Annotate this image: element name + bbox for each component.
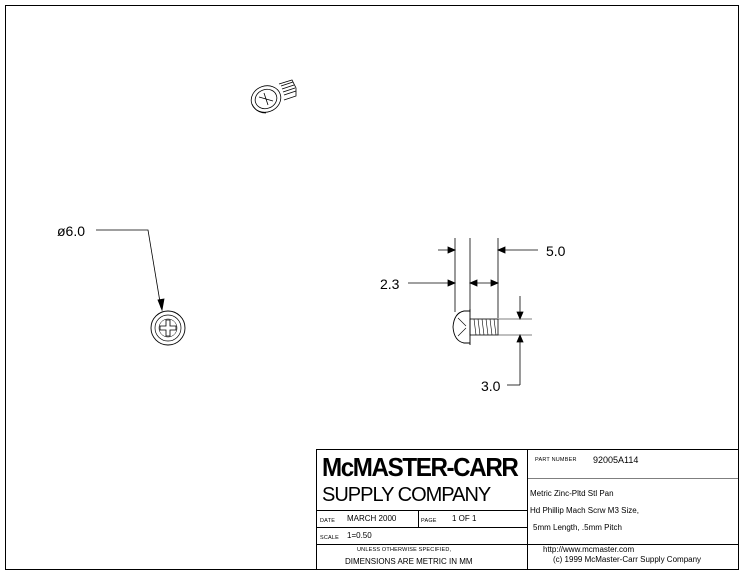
side-view-screw bbox=[452, 309, 532, 345]
description-line-2: Hd Phillip Mach Scrw M3 Size, bbox=[530, 506, 639, 515]
date-value: MARCH 2000 bbox=[347, 514, 397, 523]
length-label: 5.0 bbox=[546, 243, 566, 259]
top-view-head bbox=[150, 310, 186, 346]
head-height-label: 2.3 bbox=[380, 276, 400, 292]
website-link[interactable]: http://www.mcmaster.com bbox=[543, 545, 635, 554]
part-number-label: PART NUMBER bbox=[535, 457, 577, 463]
head-diameter-label: ø6.0 bbox=[57, 223, 86, 239]
scale-label: SCALE bbox=[320, 535, 340, 541]
thread-diameter-dimension bbox=[507, 296, 524, 386]
isometric-screw-view bbox=[250, 79, 297, 114]
copyright-text: (c) 1999 McMaster-Carr Supply Company bbox=[553, 555, 702, 564]
scale-value: 1=0.50 bbox=[347, 531, 372, 540]
units-note-line-1: UNLESS OTHERWISE SPECIFIED, bbox=[357, 547, 452, 553]
title-block-grid bbox=[316, 449, 739, 570]
head-diameter-leader bbox=[96, 229, 165, 312]
thread-diameter-label: 3.0 bbox=[481, 378, 501, 394]
company-logo-tagline: SUPPLY COMPANY bbox=[322, 484, 491, 506]
page-value: 1 OF 1 bbox=[452, 514, 477, 523]
description-line-1: Metric Zinc-Pltd Stl Pan bbox=[530, 489, 614, 498]
description-line-3: 5mm Length, .5mm Pitch bbox=[533, 523, 622, 532]
company-logo-name: McMASTER-CARR bbox=[322, 452, 519, 482]
length-dimension-lines bbox=[408, 238, 538, 318]
units-note-line-2: DIMENSIONS ARE METRIC IN MM bbox=[345, 557, 473, 566]
part-number-value: 92005A114 bbox=[593, 455, 639, 465]
page-label: PAGE bbox=[421, 518, 437, 524]
date-label: DATE bbox=[320, 518, 336, 524]
